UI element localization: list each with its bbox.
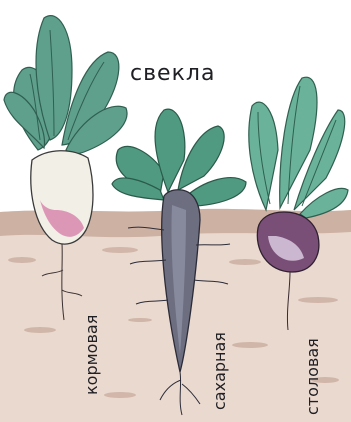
table-beet-label: столовая	[303, 338, 322, 415]
sugar-beet-label: сахарная	[210, 332, 229, 410]
fodder-beet-label: кормовая	[82, 315, 101, 395]
title: свекла	[130, 61, 215, 86]
